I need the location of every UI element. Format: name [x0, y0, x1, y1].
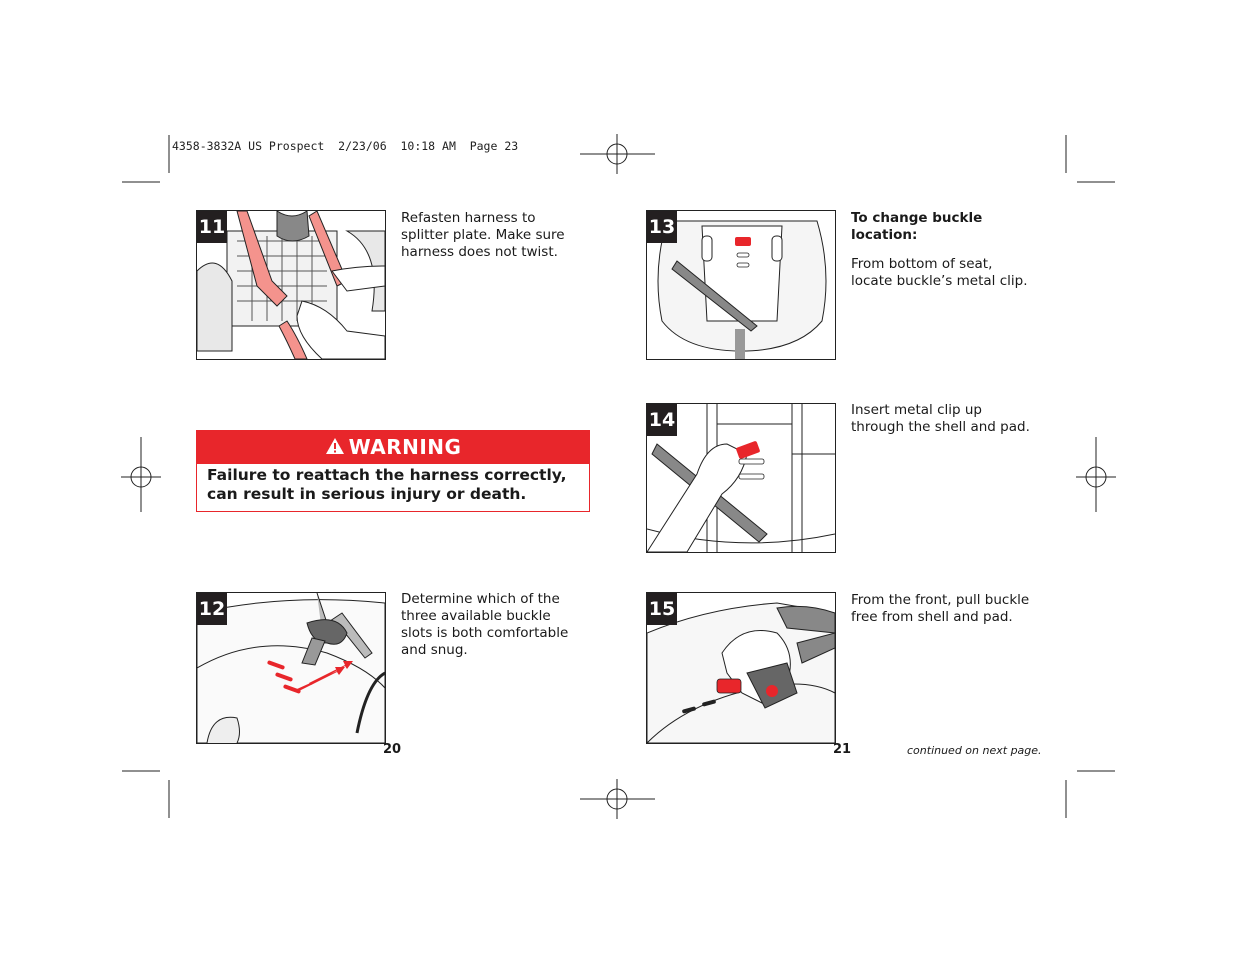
step-heading: To change buckle location:	[851, 210, 983, 243]
step-instruction: From the front, pull buckle free from sh…	[851, 592, 1030, 625]
registration-mark-top	[580, 134, 655, 174]
step-instruction: Insert metal clip up through the shell a…	[851, 402, 1030, 435]
step-13-illustration: 13	[646, 210, 836, 360]
step-number: 12	[197, 593, 227, 625]
page-number-left: 20	[383, 742, 402, 757]
warning-text: Failure to reattach the harness correctl…	[207, 466, 567, 503]
step-number: 14	[647, 404, 677, 436]
step-instruction: Determine which of the three available b…	[401, 591, 569, 658]
step-15-text: From the front, pull buckle free from sh…	[851, 592, 1036, 626]
step-number: 11	[197, 211, 227, 243]
warning-box: WARNING Failure to reattach the harness …	[196, 430, 590, 512]
registration-mark-left	[121, 437, 161, 512]
continued-note: continued on next page.	[907, 744, 1042, 757]
step-14-illustration: 14	[646, 403, 836, 553]
warning-triangle-icon	[325, 432, 345, 465]
step-instruction: From bottom of seat, locate buckle’s met…	[851, 256, 1028, 289]
step-12-illustration: 12	[196, 592, 386, 744]
step-13-text: To change buckle location: From bottom o…	[851, 210, 1036, 290]
registration-mark-right	[1076, 437, 1116, 512]
warning-header: WARNING	[197, 431, 589, 464]
step-14-text: Insert metal clip up through the shell a…	[851, 402, 1036, 436]
step-number: 15	[647, 593, 677, 625]
step-12-text: Determine which of the three available b…	[401, 591, 586, 659]
step-instruction: Refasten harness to splitter plate. Make…	[401, 210, 565, 260]
registration-mark-bottom	[580, 779, 655, 819]
step-11-illustration: 11	[196, 210, 386, 360]
step-number: 13	[647, 211, 677, 243]
step-11-text: Refasten harness to splitter plate. Make…	[401, 210, 581, 261]
page-number-right: 21	[833, 742, 852, 757]
warning-title: WARNING	[348, 435, 462, 459]
step-15-illustration: 15	[646, 592, 836, 744]
printer-slug: 4358-3832A US Prospect 2/23/06 10:18 AM …	[172, 139, 519, 153]
